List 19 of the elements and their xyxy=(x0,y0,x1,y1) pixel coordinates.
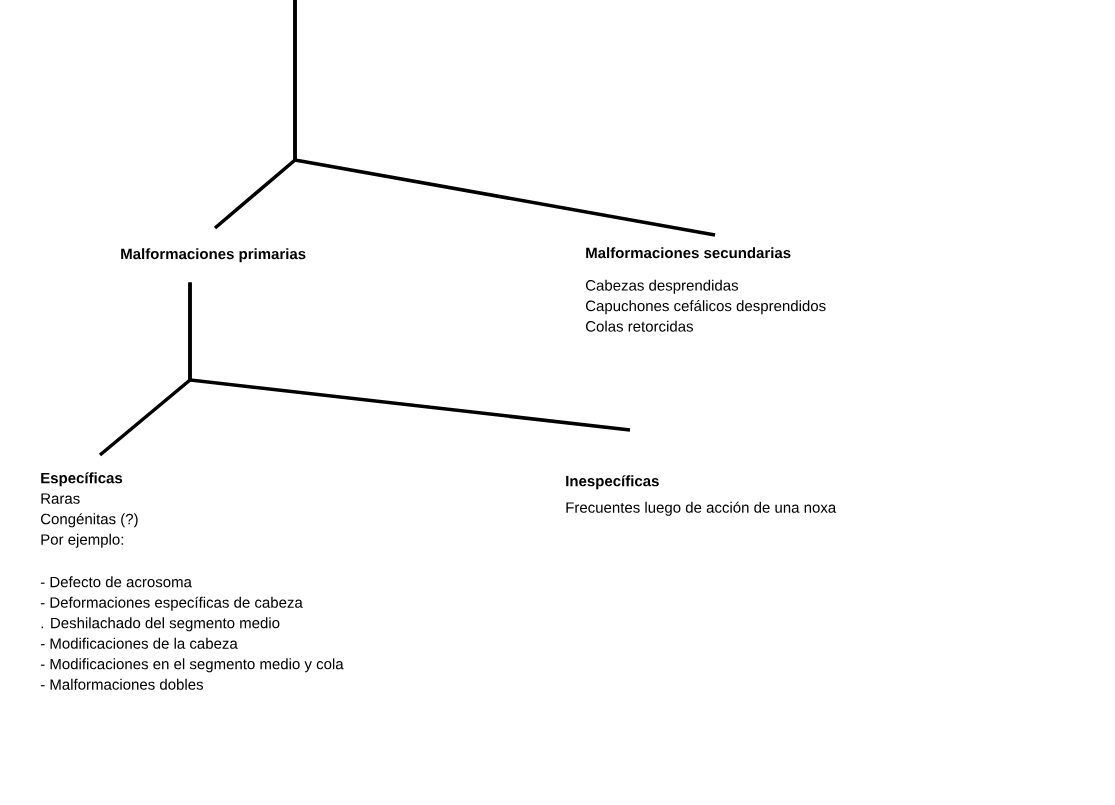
list-item: Raras xyxy=(41,493,80,504)
list-item: . Deshilachado del segmento medio xyxy=(41,617,280,632)
list-item: - Modificaciones en el segmento medio y cola xyxy=(40,658,344,673)
list-item: Congénitas (?) xyxy=(40,513,138,528)
list-item: - Malformaciones dobles xyxy=(40,678,203,690)
list-item: Por ejemplo: xyxy=(41,533,123,548)
list-item: Frecuentes luego de acción de una noxa xyxy=(566,501,837,516)
category-heading: Malformaciones primarias xyxy=(121,248,306,263)
branch-line xyxy=(188,282,631,432)
list-item: Capuchones cefálicos desprendidos xyxy=(585,300,826,315)
list-item: - Modificaciones de la cabeza xyxy=(40,637,238,649)
category-heading: Específicas xyxy=(41,472,123,487)
list-item: Cabezas desprendidas xyxy=(585,279,739,294)
list-item: Colas retorcidas xyxy=(585,320,693,332)
list-item: - Defecto de acrosoma xyxy=(40,576,192,588)
list-item: - Deformaciones específicas de cabeza xyxy=(40,596,303,611)
branch-line xyxy=(293,0,716,237)
category-heading: Inespecíficas xyxy=(566,475,659,490)
category-heading: Malformaciones secundarias xyxy=(586,247,791,259)
